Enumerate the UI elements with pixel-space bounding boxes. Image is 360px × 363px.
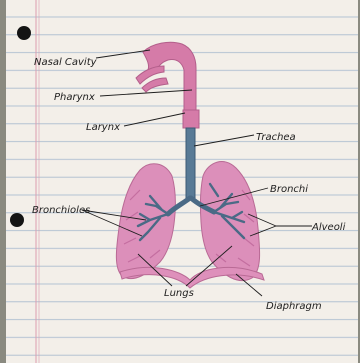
label-trachea: Trachea [256,132,296,143]
binder-hole-top [17,26,31,40]
larynx-shape [183,110,199,128]
binder-hole-bottom [10,213,24,227]
label-pharynx: Pharynx [54,92,95,103]
trachea-shape [186,128,195,200]
label-larynx: Larynx [86,122,120,133]
label-bronchioles: Bronchioles [32,205,90,216]
label-diaphragm: Diaphragm [266,301,322,312]
label-alveoli: Alveoli [311,222,346,233]
label-lungs: Lungs [164,288,194,299]
label-nasal-cavity: Nasal Cavity [34,57,98,68]
label-bronchi: Bronchi [270,184,308,195]
